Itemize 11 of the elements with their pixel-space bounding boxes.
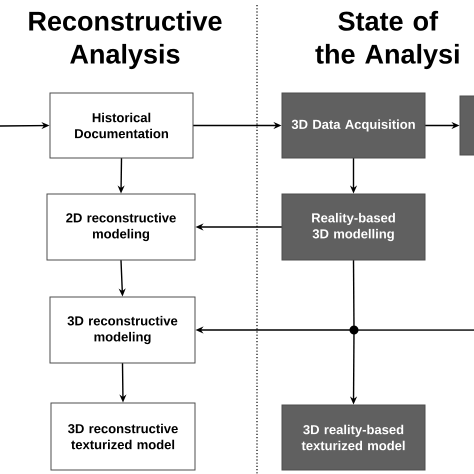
- process-box: [460, 96, 474, 156]
- process-box: 3D reconstructive modeling: [50, 296, 196, 364]
- heading: State of the Analysi: [315, 10, 459, 70]
- process-box: 3D Data Acquisition: [282, 92, 426, 158]
- junction-dot: [350, 326, 358, 334]
- process-box: Historical Documentation: [50, 92, 194, 158]
- process-box: 3D reality-based texturized model: [282, 404, 426, 470]
- process-box: 3D reconstructive texturized model: [50, 402, 196, 470]
- heading: Reconstructive Analysis: [29, 10, 222, 70]
- process-box: 2D reconstructive modeling: [46, 194, 196, 260]
- process-box: Reality-based 3D modelling: [282, 194, 426, 260]
